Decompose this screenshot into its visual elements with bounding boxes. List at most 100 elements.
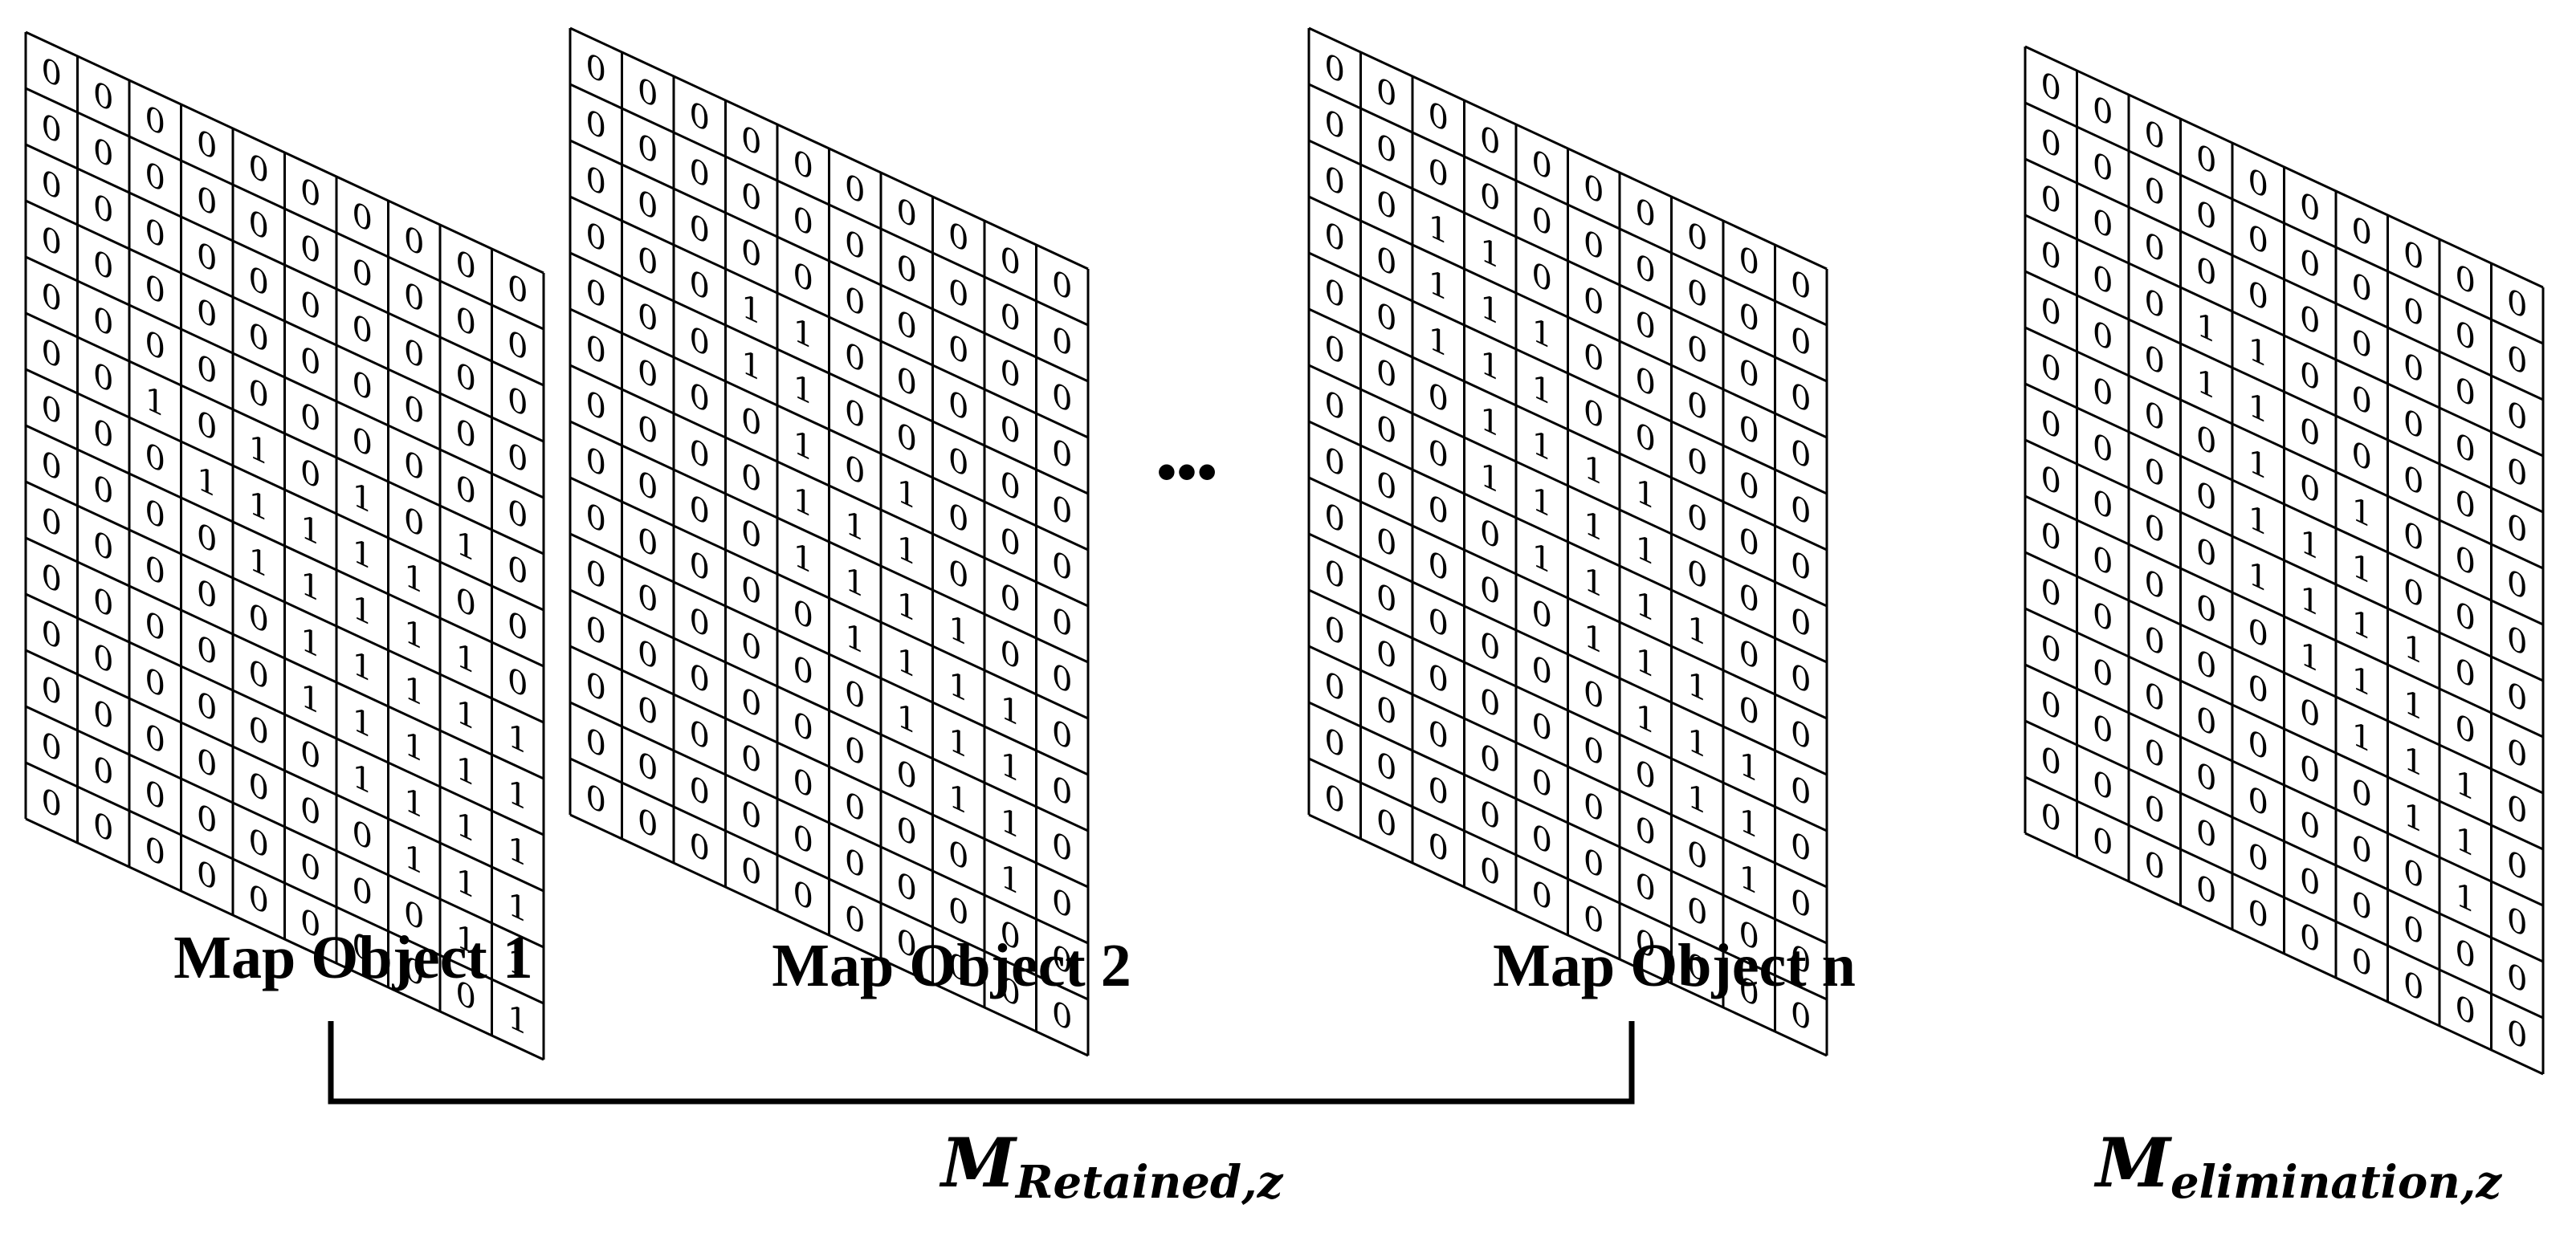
matrix-cell: 0 <box>1052 430 1072 477</box>
matrix-cell: 1 <box>1532 422 1552 469</box>
matrix-cell: 0 <box>2352 938 2372 985</box>
matrix-cell: 1 <box>507 715 528 762</box>
matrix-cell: 0 <box>1584 165 1604 212</box>
retained-bracket <box>328 1021 1635 1105</box>
matrix-cell: 0 <box>1791 543 1811 589</box>
matrix-cell: 0 <box>42 555 62 601</box>
matrix-cell: 0 <box>197 234 217 280</box>
matrix-cell: 0 <box>2093 87 2113 134</box>
matrix-cell: 0 <box>2145 842 2165 889</box>
matrix-cell: 0 <box>197 627 217 673</box>
matrix-cell: 1 <box>948 719 968 766</box>
matrix-cell: 0 <box>2041 569 2061 616</box>
matrix-cell: 1 <box>197 458 217 505</box>
matrix-cell: 0 <box>1739 406 1759 453</box>
matrix-cell: 1 <box>2403 625 2423 672</box>
matrix-cell: 0 <box>1584 390 1604 437</box>
matrix-cell: 0 <box>897 864 917 910</box>
matrix-cell: 0 <box>2145 168 2165 214</box>
matrix-cell: 0 <box>948 438 968 485</box>
matrix-cell: 0 <box>456 579 476 625</box>
matrix-cell: 0 <box>2041 457 2061 503</box>
matrix-cell: 0 <box>2248 834 2268 881</box>
matrix-cell: 1 <box>948 775 968 822</box>
matrix-cell: 0 <box>741 230 761 276</box>
matrix-cell: 1 <box>2248 497 2268 543</box>
matrix-cell: 0 <box>690 318 710 364</box>
matrix-cell: 0 <box>2456 481 2476 527</box>
matrix-cell: 0 <box>353 362 373 409</box>
matrix-cell: 0 <box>456 354 476 401</box>
matrix-cell: 0 <box>1376 575 1396 621</box>
matrix-cell: 1 <box>1532 535 1552 581</box>
matrix-cell: 0 <box>1791 599 1811 645</box>
matrix-cell: 0 <box>897 246 917 292</box>
matrix-cell: 1 <box>897 470 917 517</box>
matrix-cell: 1 <box>353 699 373 746</box>
matrix-cell: 0 <box>1791 655 1811 702</box>
matrix-cell: 0 <box>690 599 710 645</box>
matrix-cell: 0 <box>507 378 528 425</box>
matrix-cell: 0 <box>1532 141 1552 188</box>
matrix-cell: 1 <box>2196 304 2216 351</box>
matrix-cell: 0 <box>1636 302 1656 348</box>
matrix-cell: 0 <box>93 579 113 625</box>
matrix-cell: 0 <box>456 242 476 288</box>
matrix-cell: 0 <box>2248 216 2268 262</box>
matrix-cell: 1 <box>1636 470 1656 517</box>
matrix-cell: 0 <box>2403 569 2423 616</box>
matrix-cell: 0 <box>1791 318 1811 364</box>
matrix-cell: 0 <box>2352 376 2372 423</box>
matrix-cell: 0 <box>2196 417 2216 463</box>
matrix-cell: 0 <box>1480 679 1500 726</box>
matrix-cell: 0 <box>2248 665 2268 712</box>
matrix-cell: 0 <box>507 322 528 368</box>
matrix-cell: 1 <box>845 503 865 549</box>
matrix-cell: 0 <box>1636 751 1656 798</box>
matrix-cell: 0 <box>2145 730 2165 776</box>
matrix-cell: 0 <box>93 635 113 682</box>
matrix-cell: 0 <box>690 262 710 308</box>
matrix-cell: 1 <box>897 583 917 629</box>
matrix-cell: 0 <box>1687 888 1707 934</box>
matrix-cell: 0 <box>1791 767 1811 814</box>
matrix-cell: 1 <box>897 695 917 742</box>
matrix-cell: 0 <box>2456 593 2476 640</box>
matrix-cell: 1 <box>2403 794 2423 840</box>
matrix-cell: 0 <box>249 820 269 866</box>
matrix-cell: 0 <box>638 294 658 340</box>
ellipsis: ••• <box>1156 440 1217 504</box>
matrix-cell: 0 <box>1325 607 1345 653</box>
matrix-cell: 1 <box>1687 775 1707 822</box>
matrix-cell: 0 <box>93 410 113 457</box>
matrix-cell: 0 <box>1429 711 1449 758</box>
matrix-cell: 0 <box>2507 505 2527 551</box>
matrix-cell: 0 <box>2507 561 2527 608</box>
matrix-cell: 0 <box>793 141 813 188</box>
matrix-cell: 0 <box>300 282 320 328</box>
matrix-cell: 0 <box>2456 425 2476 471</box>
matrix-cell: 0 <box>638 743 658 790</box>
matrix-cell: 1 <box>456 747 476 794</box>
matrix-cell: 0 <box>42 442 62 489</box>
matrix-4: 0000000000000000000000000000000001100000… <box>2024 45 2545 1076</box>
matrix-cell: 0 <box>42 105 62 152</box>
matrix-cell: 0 <box>1429 767 1449 814</box>
matrix-cell: 0 <box>2507 393 2527 439</box>
matrix-cell: 0 <box>1636 246 1656 292</box>
matrix-cell: 0 <box>2145 561 2165 608</box>
matrix-cell: 0 <box>1532 254 1552 300</box>
matrix-cell: 0 <box>1739 462 1759 509</box>
matrix-cell: 0 <box>1325 551 1345 597</box>
matrix-cell: 0 <box>353 868 373 914</box>
matrix-cell: 0 <box>897 302 917 348</box>
matrix-cell: 0 <box>145 490 165 537</box>
matrix-cell: 0 <box>1429 655 1449 702</box>
matrix-cell: 0 <box>1480 791 1500 838</box>
matrix-cell: 0 <box>2456 649 2476 696</box>
matrix-cell: 0 <box>2093 593 2113 640</box>
matrix-cell: 1 <box>1636 583 1656 629</box>
matrix-cell: 0 <box>1791 486 1811 533</box>
matrix-cell: 0 <box>2145 786 2165 832</box>
matrix-cell: 0 <box>2093 481 2113 527</box>
